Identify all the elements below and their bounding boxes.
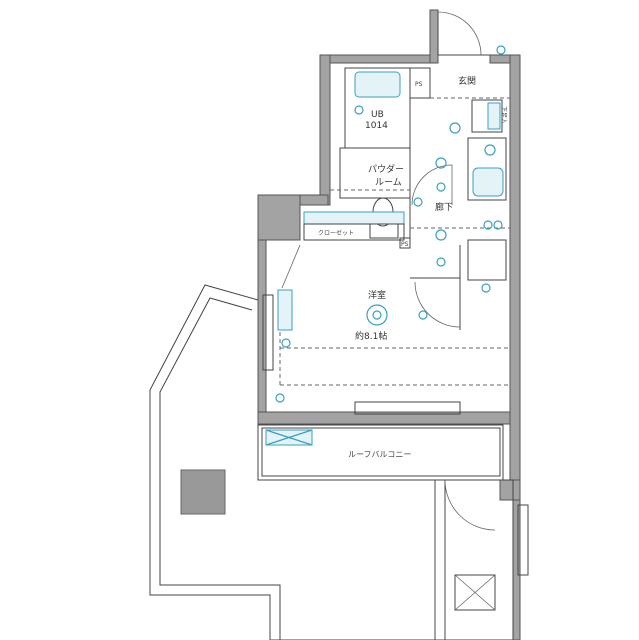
terrace-square <box>180 469 226 515</box>
label-ps-mid: PS <box>401 241 409 248</box>
walls <box>257 9 521 640</box>
label-unit-bath-size: 1014 <box>365 121 388 131</box>
label-hallway: 廊下 <box>435 201 453 213</box>
label-powder-room-2: ルーム <box>375 177 402 188</box>
label-closet: クローゼット <box>318 229 354 237</box>
lower-right-area <box>434 479 529 640</box>
entrance-door <box>437 11 506 56</box>
label-powder-room-1: パウダー <box>368 163 404 175</box>
interior-lines <box>262 67 510 415</box>
electrical-fixtures <box>275 105 503 403</box>
label-western-room-size: 約8.1帖 <box>355 330 387 342</box>
label-shoe-storage: 下足入 <box>500 106 507 124</box>
label-western-room: 洋室 <box>368 289 386 301</box>
roof-balcony-area <box>257 424 504 481</box>
label-unit-bath: UB <box>371 110 384 120</box>
label-entrance: 玄関 <box>458 75 476 87</box>
ceiling-light-icon <box>366 304 388 326</box>
outer-terrace-outline <box>149 284 440 640</box>
label-roof-balcony: ルーフバルコニー <box>348 450 411 459</box>
label-ps-top: PS <box>415 81 423 88</box>
